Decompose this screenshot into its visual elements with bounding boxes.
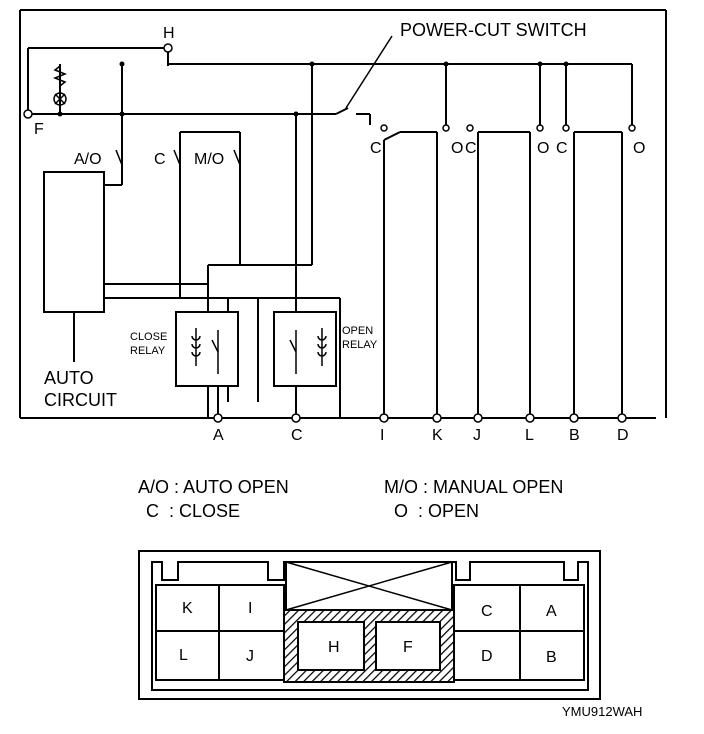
open-relay-label-line1: OPEN (342, 325, 373, 337)
close-relay-label-line1: CLOSE (130, 331, 167, 343)
terminal-node-c (291, 413, 301, 423)
connector-pin-j: J (246, 648, 254, 665)
switch-contact-label: C (370, 140, 382, 157)
node-f (23, 109, 33, 119)
terminal-label-b: B (569, 427, 580, 444)
open-relay-label-line2: RELAY (342, 339, 378, 351)
connector-pin-f: F (403, 639, 413, 656)
power-cut-switch-label: POWER-CUT SWITCH (400, 20, 587, 40)
connector-pin-h: H (328, 639, 340, 656)
terminal-label-i: I (380, 427, 384, 444)
terminal-node-b (569, 413, 579, 423)
terminal-label-c: C (291, 427, 303, 444)
terminal-label-k: K (432, 427, 443, 444)
terminal-label-j: J (473, 427, 481, 444)
figure-code: YMU912WAH (562, 704, 642, 719)
terminal-node-j (473, 413, 483, 423)
connector-pin-a: A (546, 603, 557, 620)
contact-c-label: C (154, 151, 166, 168)
node-f-label: F (34, 121, 44, 138)
switch-contact-label: O (451, 140, 463, 157)
close-relay-label-line2: RELAY (130, 345, 166, 357)
open-relay (273, 311, 337, 387)
connector-face: K I C A L J H F D B (138, 550, 601, 700)
node-h-label: H (163, 25, 175, 42)
switch-contact-label: O (537, 140, 549, 157)
legend-open: O : OPEN (394, 501, 479, 521)
switch-contact-label: C (556, 140, 568, 157)
contact-ao-label: A/O (74, 151, 102, 168)
terminal-node-i (379, 413, 389, 423)
close-relay (175, 311, 239, 387)
connector-pin-c: C (481, 603, 493, 620)
terminal-label-d: D (617, 427, 629, 444)
legend-close: C : CLOSE (146, 501, 240, 521)
connector-pin-l: L (179, 647, 188, 664)
terminal-node-a (213, 413, 223, 423)
connector-pin-k: K (182, 600, 193, 617)
node-h (163, 43, 173, 53)
legend-auto-open: A/O : AUTO OPEN (138, 477, 289, 497)
switch-contact-label: O (633, 140, 645, 157)
legend-manual-open: M/O : MANUAL OPEN (384, 477, 563, 497)
contact-mo-label: M/O (194, 151, 224, 168)
auto-circuit-box (43, 171, 105, 313)
connector-pin-d: D (481, 648, 493, 665)
auto-circuit-label-line2: CIRCUIT (44, 390, 117, 410)
terminal-node-d (617, 413, 627, 423)
switch-contact-label: C (465, 140, 477, 157)
connector-pin-b: B (546, 649, 557, 666)
terminal-node-l (525, 413, 535, 423)
terminal-label-l: L (525, 427, 534, 444)
terminal-node-k (432, 413, 442, 423)
wiring (19, 9, 667, 419)
connector-pin-i: I (248, 600, 252, 617)
terminal-label-a: A (213, 427, 224, 444)
legend: A/O : AUTO OPEN C : CLOSE M/O : MANUAL O… (138, 477, 563, 521)
auto-circuit-label-line1: AUTO (44, 368, 94, 388)
